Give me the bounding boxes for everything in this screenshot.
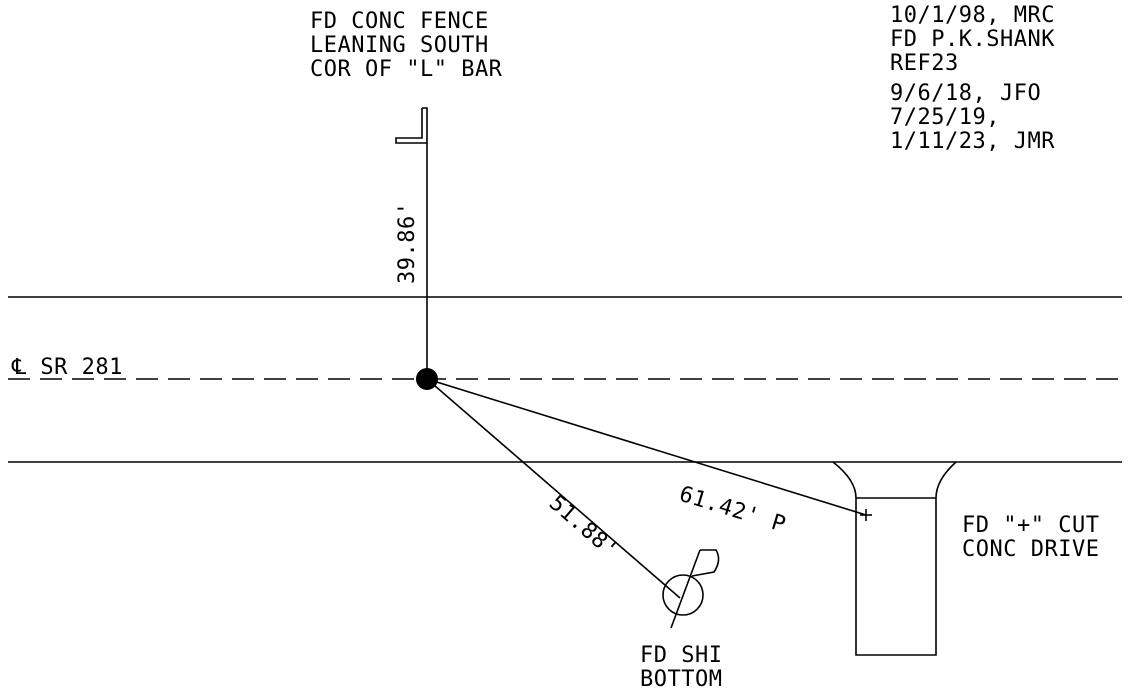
shi-ref-line-1: FD SHI — [640, 643, 722, 668]
cut-reference-text: FD "+" CUT CONC DRIVE — [962, 513, 1099, 562]
shi-reference-text: FD SHI BOTTOM — [640, 643, 722, 692]
cut-ref-line-2: CONC DRIVE — [962, 537, 1099, 562]
dist-cut-label: 61.42' P — [676, 482, 788, 538]
concrete-drive — [832, 461, 957, 656]
history-line-2: FD P.K.SHANK — [890, 27, 1055, 52]
fence-ref-line-2: LEANING SOUTH — [310, 33, 489, 58]
fence-ref-line-3: COR OF "L" BAR — [310, 57, 503, 82]
dist-fence-label: 39.86' — [395, 202, 420, 284]
history-line-4: 9/6/18, JFO — [890, 81, 1041, 106]
history-line-3: REF23 — [890, 51, 959, 76]
dist-shi-label: 51.88' — [544, 491, 623, 564]
l-bar-symbol — [395, 107, 428, 144]
tie-line-cut — [426, 378, 867, 516]
tie-line-shi — [426, 378, 681, 599]
shi-ref-line-2: BOTTOM — [640, 667, 722, 692]
history-line-6: 1/11/23, JMR — [890, 129, 1055, 154]
history-line-5: 7/25/19, — [890, 105, 1000, 130]
cut-ref-line-1: FD "+" CUT — [962, 513, 1099, 538]
history-text: 10/1/98, MRC FD P.K.SHANK REF23 9/6/18, … — [890, 3, 1055, 154]
fence-ref-line-1: FD CONC FENCE — [310, 9, 489, 34]
cut-mark-symbol — [860, 509, 872, 521]
history-line-1: 10/1/98, MRC — [890, 3, 1055, 28]
fence-reference-text: FD CONC FENCE LEANING SOUTH COR OF "L" B… — [310, 9, 503, 82]
centerline-label: ℄ SR 281 — [11, 355, 123, 380]
shi-monument-symbol — [662, 549, 720, 629]
reference-point — [416, 368, 438, 390]
